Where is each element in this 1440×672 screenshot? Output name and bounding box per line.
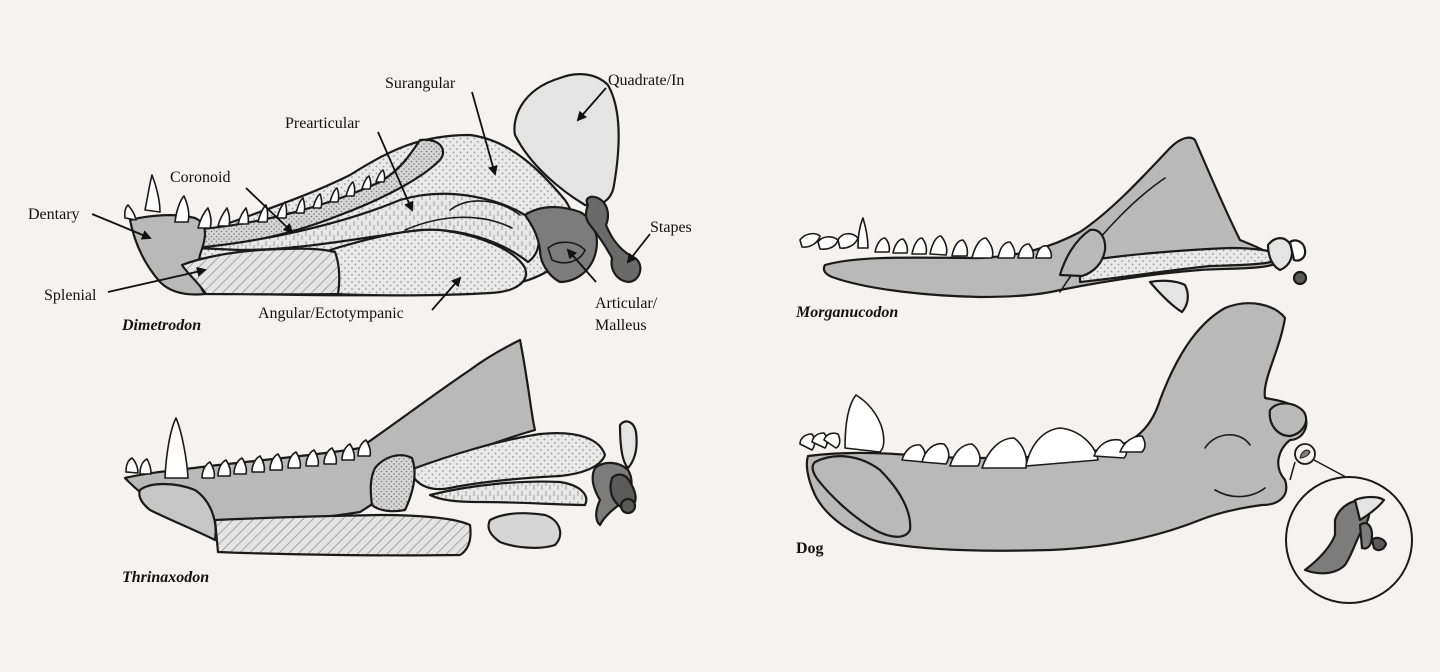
title-thrinaxodon: Thrinaxodon: [122, 569, 209, 586]
label-dentary: Dentary: [28, 206, 80, 223]
dimetrodon-teeth: [123, 169, 386, 229]
label-quadrate: Quadrate/In: [608, 72, 684, 89]
dentary-bone: [128, 214, 207, 296]
morganucodon-jaw: Morganucodon: [795, 136, 1308, 321]
label-stapes: Stapes: [650, 219, 692, 236]
title-dimetrodon: Dimetrodon: [121, 317, 201, 334]
title-dog: Dog: [796, 540, 824, 557]
morganucodon-teeth: [799, 217, 1053, 259]
morganucodon-dentary: [822, 136, 1282, 299]
thrinaxodon-coronoid: [369, 454, 416, 513]
label-angular: Angular/Ectotympanic: [258, 305, 404, 322]
thrinaxodon-postdentary: [408, 432, 607, 491]
title-morganucodon: Morganucodon: [795, 304, 898, 321]
thrinaxodon-splenial: [213, 513, 472, 557]
stapes-bone: [584, 195, 642, 284]
dog-jaw: Dog: [796, 302, 1413, 604]
dog-teeth: [799, 394, 1146, 469]
coronoid-bone: [188, 138, 445, 250]
label-articular: Articular/: [595, 295, 658, 312]
label-splenial: Splenial: [44, 287, 97, 304]
thrinaxodon-teeth: [125, 417, 372, 479]
label-surangular: Surangular: [385, 75, 456, 92]
label-malleus: Malleus: [595, 317, 647, 334]
splenial-bone: [180, 247, 341, 296]
label-prearticular: Prearticular: [285, 115, 360, 132]
thrinaxodon-jaw: Thrinaxodon: [122, 338, 638, 586]
label-coronoid: Coronoid: [170, 169, 230, 186]
dimetrodon-jaw: Dentary Coronoid Prearticular Surangular…: [28, 72, 692, 334]
